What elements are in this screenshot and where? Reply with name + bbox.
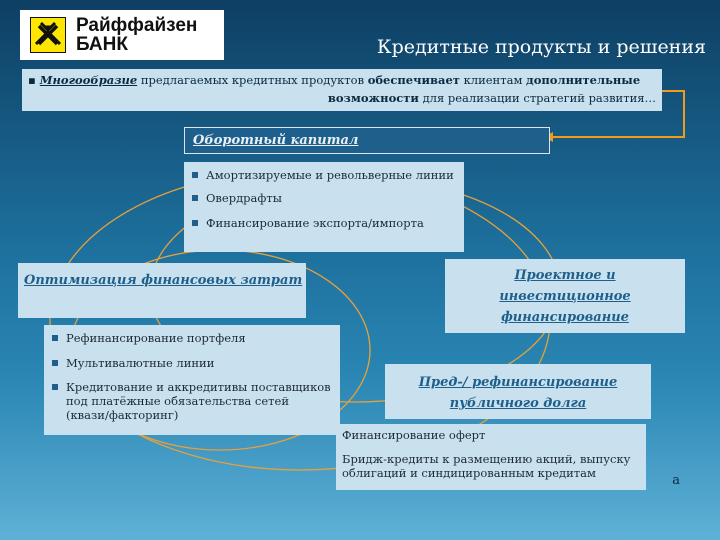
lead-part3: обеспечивает — [367, 73, 460, 87]
lead-part5: дополнительные — [526, 73, 641, 87]
list-item-text: Амортизируемые и револьверные линии — [206, 168, 454, 182]
list-item: Кредитование и аккредитивы поставщиков п… — [52, 380, 332, 422]
list-item: Финансирование оферт — [342, 428, 486, 442]
list-item: Амортизируемые и револьверные линии — [192, 168, 456, 182]
list-item-text: Рефинансирование портфеля — [66, 331, 246, 345]
list-item: Рефинансирование портфеля — [52, 331, 332, 345]
optimization-header: Оптимизация финансовых затрат — [18, 263, 306, 318]
project-finance-title: Проектное и инвестиционное финансировани… — [499, 268, 631, 325]
lead-line2: возможности для реализации стратегий раз… — [28, 89, 656, 107]
working-capital-list: Амортизируемые и револьверные линии Овер… — [184, 162, 464, 252]
bullet-icon: ▪ — [28, 73, 36, 87]
bullet-icon — [52, 360, 58, 366]
logo-line1: Райффайзен — [76, 15, 198, 36]
lead-paragraph: ▪Многообразие предлагаемых кредитных про… — [22, 69, 662, 111]
logo-emblem-icon — [30, 17, 66, 53]
public-debt-list: Финансирование оферт Бридж-кредиты к раз… — [336, 424, 646, 490]
logo-line2: БАНК — [76, 34, 128, 55]
public-debt-header: Пред-/ рефинансирование публичного долга — [385, 364, 651, 419]
list-item: Бридж-кредиты к размещению акций, выпуск… — [342, 452, 631, 480]
optimization-list: Рефинансирование портфеля Мультивалютные… — [44, 325, 340, 435]
list-item-text: Финансирование экспорта/импорта — [206, 216, 424, 230]
bullet-icon — [192, 195, 198, 201]
lead-part1: Многообразие — [39, 73, 138, 87]
bullet-icon — [52, 335, 58, 341]
bullet-icon — [192, 220, 198, 226]
public-debt-title: Пред-/ рефинансирование публичного долга — [418, 375, 618, 411]
list-item-text: Овердрафты — [206, 191, 282, 205]
page-title: Кредитные продукты и решения — [376, 36, 706, 58]
list-item: Финансирование экспорта/импорта — [192, 216, 456, 230]
working-capital-header: Оборотный капитал — [184, 127, 550, 154]
optimization-title: Оптимизация финансовых затрат — [24, 273, 303, 288]
list-item: Мультивалютные линии — [52, 356, 332, 370]
footer-marker: a — [672, 473, 680, 488]
lead-part2: предлагаемых кредитных продуктов — [137, 73, 368, 87]
list-item-text: Кредитование и аккредитивы поставщиков п… — [66, 380, 331, 422]
lead-part7: для реализации стратегий развития… — [418, 91, 656, 105]
lead-part6: возможности — [327, 91, 419, 105]
raiffeisen-logo: Райффайзен БАНК — [20, 10, 224, 60]
bullet-icon — [52, 384, 58, 390]
lead-part4: клиентам — [459, 73, 527, 87]
working-capital-title: Оборотный капитал — [193, 133, 359, 148]
list-item-text: Мультивалютные линии — [66, 356, 215, 370]
list-item: Овердрафты — [192, 191, 456, 205]
project-finance-header: Проектное и инвестиционное финансировани… — [445, 259, 685, 333]
bullet-icon — [192, 172, 198, 178]
